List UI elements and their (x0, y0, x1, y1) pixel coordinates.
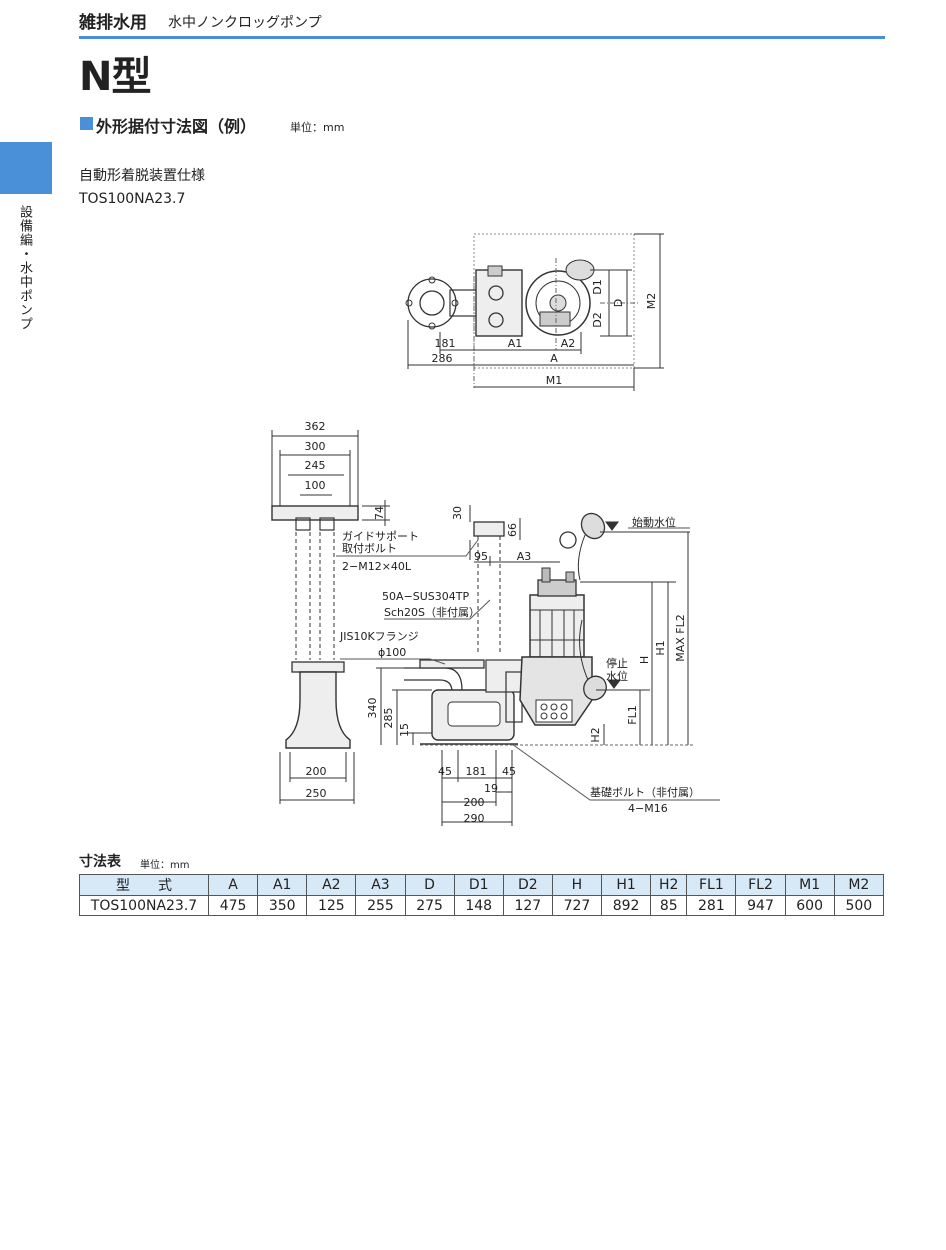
dim-label-285: 285 (382, 708, 395, 729)
dim-label-362: 362 (305, 420, 326, 433)
dim-label-250: 250 (306, 787, 327, 800)
dim-label-15: 15 (398, 723, 411, 737)
plan-view (405, 233, 664, 391)
table-cell: 275 (404, 895, 455, 916)
section-unit: 単位：mm (290, 121, 345, 134)
dim-label-45-right: 45 (502, 765, 516, 778)
dim-label-d: D (612, 299, 625, 307)
dim-label-245: 245 (305, 459, 326, 472)
table-header-cell: H (551, 874, 603, 896)
table-header-cell: D2 (502, 874, 553, 896)
dim-label-181-bottom: 181 (466, 765, 487, 778)
dim-label-181: 181 (435, 337, 456, 350)
table-cell: 475 (207, 895, 259, 916)
table-header-cell: D (404, 874, 455, 896)
dim-label-290: 290 (464, 812, 485, 825)
table-unit: 単位：mm (140, 860, 190, 871)
table-cell: 125 (306, 895, 357, 916)
dim-label-74: 74 (373, 506, 386, 520)
flange-label-2: ϕ100 (378, 646, 406, 659)
dim-label-200-front: 200 (464, 796, 485, 809)
table-cell: 350 (257, 895, 308, 916)
pipe-label-2: Sch20S（非付属） (384, 606, 480, 619)
dim-label-fl1: FL1 (626, 705, 639, 724)
dim-label-100: 100 (305, 479, 326, 492)
table-cell: 281 (686, 895, 737, 916)
spec-model: TOS100NA23.7 (79, 191, 186, 207)
table-cell: 85 (650, 895, 688, 916)
table-cell: 500 (833, 895, 885, 916)
table-cell: 892 (600, 895, 652, 916)
table-header-row: 型 式 A A1 A2 A3 D D1 D2 H H1 H2 FL1 FL2 M… (79, 874, 885, 896)
dim-label-a: A (550, 352, 558, 365)
header-subtitle: 水中ノンクロッグポンプ (168, 15, 322, 31)
header-rule (79, 36, 885, 39)
table-cell: 600 (784, 895, 835, 916)
stop-water-level-label-1: 停止 (606, 656, 628, 670)
table-cell: 947 (735, 895, 786, 916)
dim-label-45-left: 45 (438, 765, 452, 778)
table-header-cell: A2 (306, 874, 357, 896)
section-title: 外形据付寸法図（例） (96, 117, 257, 136)
table-header-cell: A3 (355, 874, 406, 896)
dim-label-19: 19 (484, 782, 498, 795)
dim-label-h: H (638, 656, 651, 664)
flange-label-1: JIS10Kフランジ (339, 630, 419, 643)
dim-label-66: 66 (506, 523, 519, 537)
dim-label-286: 286 (432, 352, 453, 365)
dimension-drawing: 181 A1 A2 286 A M1 D1 D D2 M2 362 300 24… (271, 233, 720, 826)
table-cell: 148 (453, 895, 504, 916)
stop-water-level-label-2: 水位 (606, 669, 628, 683)
table-header-cell: A (207, 874, 259, 896)
side-tab (0, 142, 52, 194)
pipe-label-1: 50A−SUS304TP (382, 590, 469, 603)
guide-support-label-1: ガイドサポート (342, 530, 419, 543)
table-row: TOS100NA23.7 475 350 125 255 275 148 127… (79, 895, 885, 916)
dim-label-h2: H2 (589, 727, 602, 742)
front-view (336, 505, 720, 826)
table-header-cell: FL2 (735, 874, 786, 896)
dim-label-a2: A2 (561, 337, 576, 350)
table-header-cell: H1 (600, 874, 652, 896)
dim-label-m2: M2 (645, 293, 658, 310)
table-cell-model: TOS100NA23.7 (79, 895, 209, 916)
guide-bolt-label: 2−M12×40L (342, 560, 412, 573)
dim-label-h1: H1 (654, 640, 667, 655)
table-header-cell: M1 (784, 874, 835, 896)
dim-label-300: 300 (305, 440, 326, 453)
anchor-bolt-label-1: 基礎ボルト（非付属） (590, 786, 700, 799)
header-title: 雑排水用 (79, 13, 147, 33)
dim-label-340: 340 (366, 698, 379, 719)
guide-support-label-2: 取付ボルト (342, 542, 397, 555)
guide-support-view (271, 430, 390, 804)
dim-label-d1: D1 (591, 279, 604, 294)
table-title: 寸法表 (79, 854, 121, 870)
model-type-title: N型 (79, 54, 151, 100)
table-header-cell: FL1 (686, 874, 737, 896)
table-header-cell: D1 (453, 874, 504, 896)
dim-label-a1: A1 (508, 337, 523, 350)
table-cell: 127 (502, 895, 553, 916)
table-cell: 727 (551, 895, 603, 916)
section-marker (80, 117, 93, 130)
dim-label-95: 95 (474, 550, 488, 563)
start-water-level-label: 始動水位 (632, 515, 676, 529)
table-cell: 255 (355, 895, 406, 916)
table-header-cell: M2 (833, 874, 885, 896)
dim-label-m1: M1 (546, 374, 563, 387)
spec-description: 自動形着脱装置仕様 (79, 168, 205, 184)
table-header-cell: A1 (257, 874, 308, 896)
table-header-cell: H2 (650, 874, 688, 896)
dim-label-30: 30 (451, 506, 464, 520)
dimension-table: 型 式 A A1 A2 A3 D D1 D2 H H1 H2 FL1 FL2 M… (79, 874, 885, 916)
dim-label-d2: D2 (591, 312, 604, 327)
anchor-bolt-label-2: 4−M16 (628, 802, 668, 815)
table-header-cell: 型 式 (79, 874, 209, 896)
dim-label-200-support: 200 (306, 765, 327, 778)
dim-label-a3: A3 (517, 550, 532, 563)
side-tab-label: 設備編・水中ポンプ (17, 205, 32, 331)
dim-label-max-fl2: MAX FL2 (674, 614, 687, 662)
